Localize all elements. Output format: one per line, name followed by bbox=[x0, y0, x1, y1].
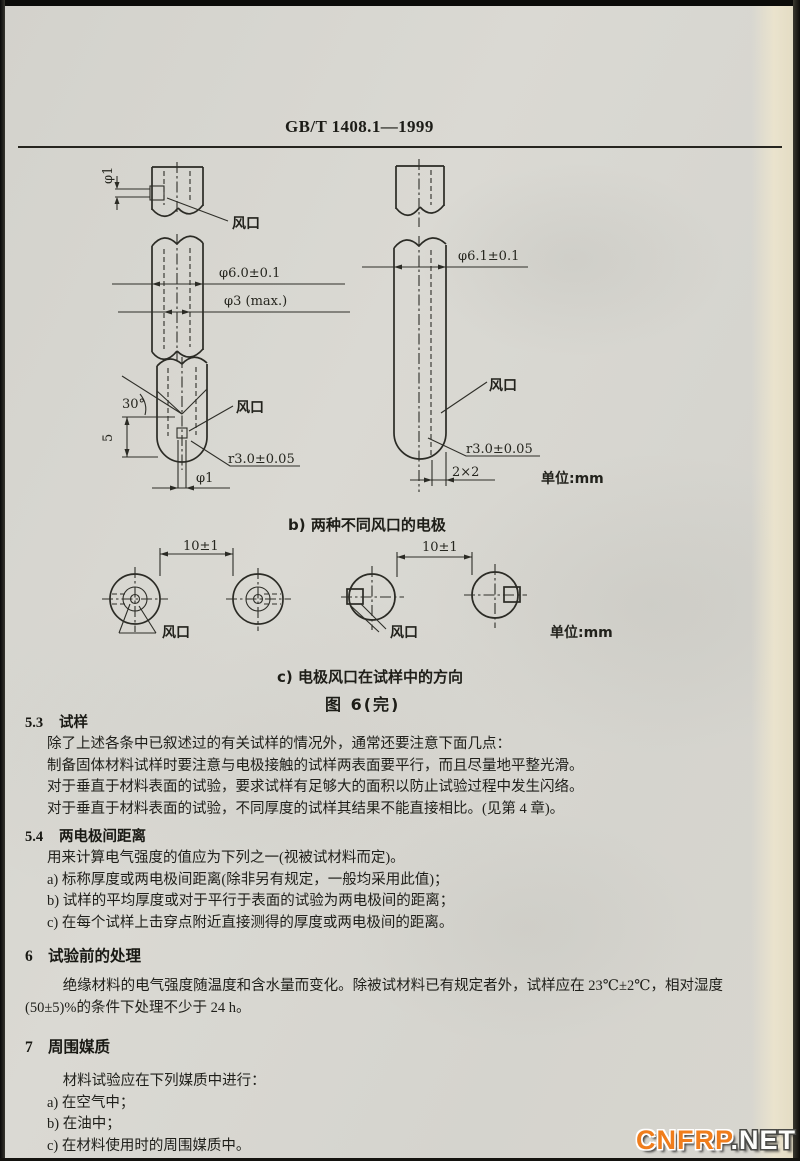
dim-r3-right-label: r3.0±0.05 bbox=[466, 442, 533, 457]
dim-gap-right-label: 10±1 bbox=[422, 540, 458, 555]
r3-leader-line bbox=[427, 437, 540, 457]
vent-direction-view-left: 10±1 风口 bbox=[102, 539, 291, 641]
dim-phi3-max-label: φ3 (max.) bbox=[224, 294, 287, 309]
vent-leader-line bbox=[440, 381, 488, 414]
r3-leader-line bbox=[190, 440, 300, 467]
electrode-right: φ6.1±0.1 风口 r3.0±0.05 2×2 单位:mm bbox=[362, 159, 604, 492]
caption-b: b) 两种不同风口的电极 bbox=[288, 516, 447, 534]
figure-6-drawings: φ1 风口 φ6.0±0.1 φ3 (max.) bbox=[101, 159, 613, 712]
unit-label-b: 单位:mm bbox=[541, 470, 604, 487]
electrode-left-rod: φ6.0±0.1 φ3 (max.) bbox=[112, 234, 350, 361]
section-number: 5.4 bbox=[25, 829, 44, 845]
section-7: 7 周围媒质 材料试验应在下列媒质中进行： a) 在空气中； b) 在油中； c)… bbox=[25, 1037, 762, 1157]
section-title: 试验前的处理 bbox=[48, 948, 142, 965]
section-title: 试样 bbox=[59, 715, 88, 731]
electrode-left-tip: 30° 5 风口 r3.0±0.05 φ1 bbox=[101, 356, 300, 491]
scan-edge-bottom bbox=[0, 1158, 800, 1161]
vent-label-c-left: 风口 bbox=[162, 625, 190, 641]
paragraph: 对于垂直于材料表面的试验，要求试样有足够大的面积以防止试验过程中发生闪络。 bbox=[47, 779, 584, 795]
scan-edge-right bbox=[793, 0, 800, 1161]
standard-number-header: GB/T 1408.1—1999 bbox=[285, 117, 434, 136]
list-item: a) 标称厚度或两电极间距离(除非另有规定，一般均采用此值)； bbox=[47, 871, 449, 888]
dim-phi1-top-label: φ1 bbox=[101, 167, 116, 184]
paragraph: 对于垂直于材料表面的试验，不同厚度的试样其结果不能直接相比。(见第 4 章)。 bbox=[47, 800, 565, 817]
angle-arc bbox=[139, 393, 147, 416]
section-number: 6 bbox=[25, 948, 33, 965]
paragraph: 材料试验应在下列媒质中进行： bbox=[62, 1073, 266, 1089]
vent-label-right: 风口 bbox=[489, 378, 517, 394]
dim-phi6-0-label: φ6.0±0.1 bbox=[219, 266, 280, 281]
vent-slot-outline bbox=[149, 185, 165, 201]
vent-leader-line bbox=[166, 197, 229, 222]
section-heading: 7 周围媒质 bbox=[25, 1037, 762, 1059]
dim-2x2-label: 2×2 bbox=[452, 465, 479, 480]
vent-leader-line bbox=[188, 405, 234, 432]
scan-edge-top bbox=[0, 0, 800, 6]
section-title: 周围媒质 bbox=[48, 1039, 111, 1056]
dim-angle-30-label: 30° bbox=[122, 397, 145, 412]
watermark-suffix: .NET bbox=[730, 1125, 796, 1155]
header-rule bbox=[18, 146, 782, 148]
paragraph: 制备固体材料试样时要注意与电极接触的试样两表面要平行，而且尽量地平整光滑。 bbox=[47, 757, 584, 774]
vent-label-top-left: 风口 bbox=[232, 216, 260, 232]
section-number: 7 bbox=[25, 1039, 33, 1056]
list-item: c) 在材料使用时的周围媒质中。 bbox=[47, 1137, 251, 1154]
section-title: 两电极间距离 bbox=[59, 829, 146, 845]
list-item: b) 在油中； bbox=[47, 1116, 121, 1132]
section-number: 5.3 bbox=[25, 715, 44, 731]
unit-label-c: 单位:mm bbox=[550, 624, 613, 641]
vent-label-c-right: 风口 bbox=[390, 625, 418, 641]
paragraph: 除了上述各条中已叙述过的有关试样的情况外，通常还要注意下面几点： bbox=[47, 736, 511, 752]
list-item: c) 在每个试样上击穿点附近直接测得的厚度或两电极间的距离。 bbox=[47, 914, 454, 931]
caption-c: c) 电极风口在试样中的方向 bbox=[277, 668, 463, 686]
section-6: 6 试验前的处理 绝缘材料的电气强度随温度和含水量而变化。除被试材料已有规定者外，… bbox=[25, 946, 762, 1019]
list-item: b) 试样的平均厚度或对于平行于表面的试验为两电极间的距离； bbox=[47, 893, 455, 909]
watermark-brand: CNFRP bbox=[635, 1125, 731, 1155]
dim-phi6-1-label: φ6.1±0.1 bbox=[458, 249, 519, 264]
vent-leader-lines bbox=[350, 603, 387, 633]
section-5-3: 5.3 试样 除了上述各条中已叙述过的有关试样的情况外，通常还要注意下面几点： 制… bbox=[25, 712, 762, 820]
dim-phi1-bottom-label: φ1 bbox=[196, 471, 213, 486]
tip-vent-hole bbox=[176, 427, 188, 439]
dim-r3-left-label: r3.0±0.05 bbox=[228, 452, 295, 467]
paragraph: 绝缘材料的电气强度随温度和含水量而变化。除被试材料已有规定者外，试样应在 23℃… bbox=[25, 978, 723, 1016]
page-curl-shading bbox=[751, 6, 793, 1158]
dim-gap-left-label: 10±1 bbox=[183, 539, 219, 554]
dim-depth-5-label: 5 bbox=[101, 434, 116, 442]
vent-leader-flag bbox=[118, 603, 157, 634]
vent-direction-view-right: 10±1 风口 单位:mm bbox=[341, 540, 613, 641]
section-heading: 5.3 试样 bbox=[25, 712, 762, 734]
site-watermark: CNFRP.NET bbox=[636, 1127, 796, 1154]
body-text: 5.3 试样 除了上述各条中已叙述过的有关试样的情况外，通常还要注意下面几点： 制… bbox=[25, 712, 762, 1157]
vent-label-bottom-left: 风口 bbox=[236, 400, 264, 416]
electrode-left-top-detail: φ1 风口 bbox=[101, 162, 260, 232]
scan-edge-left bbox=[0, 0, 5, 1161]
section-heading: 6 试验前的处理 bbox=[25, 946, 762, 968]
paragraph: 用来计算电气强度的值应为下列之一(视被试材料而定)。 bbox=[47, 850, 405, 866]
figure-number: 图 6(完) bbox=[325, 695, 400, 712]
cone-lines bbox=[156, 388, 208, 415]
section-heading: 5.4 两电极间距离 bbox=[25, 826, 762, 848]
list-item: a) 在空气中； bbox=[47, 1094, 135, 1111]
section-5-4: 5.4 两电极间距离 用来计算电气强度的值应为下列之一(视被试材料而定)。 a) … bbox=[25, 826, 762, 934]
